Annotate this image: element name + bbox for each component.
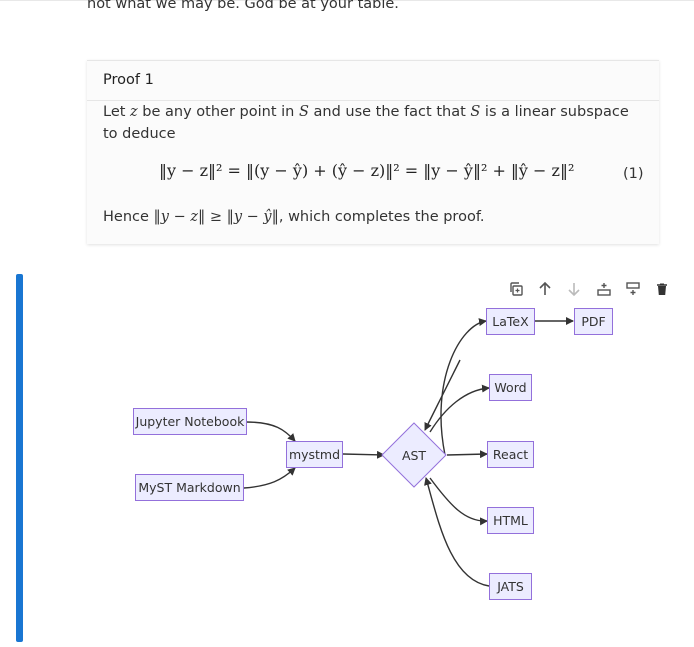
node-react: React [487, 441, 534, 468]
node-ast: AST [401, 447, 427, 463]
flowchart-edges [243, 317, 574, 587]
proof-title: Proof 1 [103, 72, 154, 88]
equation-number: (1) [623, 166, 644, 182]
node-pdf: PDF [574, 308, 613, 335]
proof-text-part: be any other point in [137, 104, 299, 120]
edge-mystmd-ast [342, 450, 385, 459]
edge-jupyter-mystmd [245, 421, 296, 442]
edge-ast-latex [440, 318, 487, 456]
math-variable: S [470, 104, 481, 120]
proof-conclusion: Hence ‖y − z‖ ≥ ‖y − ŷ‖, which completes… [103, 209, 484, 225]
ast-node-shape [381, 422, 447, 488]
proof-text-part: is a linear subspace to deduce [103, 104, 629, 142]
arrow-up-icon[interactable] [535, 279, 555, 299]
edge-jats-ast [424, 477, 490, 587]
math-variable: z [130, 104, 138, 120]
node-mystmd: mystmd [286, 441, 343, 468]
arrow-down-icon[interactable] [564, 279, 584, 299]
proof-header[interactable]: Proof 1 [87, 61, 659, 101]
proof-text-part: Let [103, 104, 131, 120]
proof-text-part: Hence [103, 209, 154, 225]
duplicate-icon[interactable] [506, 279, 526, 299]
cell-selection-bar[interactable] [16, 274, 23, 642]
insert-above-icon[interactable] [594, 279, 614, 299]
node-jupyter-notebook: Jupyter Notebook [133, 408, 247, 435]
edge-myst-mystmd [243, 467, 296, 489]
proof-text: Let z be any other point in S and use th… [103, 101, 643, 145]
node-word: Word [489, 374, 532, 401]
edge-ast-react [446, 450, 488, 459]
node-jats: JATS [489, 573, 532, 600]
flowchart-diagram: Jupyter Notebook MyST Markdown mystmd AS… [120, 300, 640, 610]
proof-text-part: and use the fact that [308, 104, 471, 120]
top-divider [0, 0, 694, 1]
edge-ast-word [429, 384, 490, 433]
edge-latex-ast-arrow [424, 359, 461, 431]
inline-math: ‖y − z‖ ≥ ‖y − ŷ‖ [153, 209, 279, 225]
proof-block: Proof 1 Let z be any other point in S an… [87, 60, 659, 244]
proof-text-part: , which completes the proof. [278, 209, 485, 225]
node-html: HTML [487, 507, 534, 534]
math-variable: S [298, 104, 309, 120]
delete-icon[interactable] [652, 279, 672, 299]
node-myst-markdown: MyST Markdown [135, 474, 244, 501]
display-equation: ‖y − z‖² = ‖(y − ŷ) + (ŷ − z)‖² = ‖y − ŷ… [159, 161, 575, 180]
node-latex: LaTeX [486, 308, 535, 335]
insert-below-icon[interactable] [623, 279, 643, 299]
edge-ast-html [429, 477, 488, 526]
intro-paragraph: not what we may be. God be at your table… [87, 0, 399, 12]
